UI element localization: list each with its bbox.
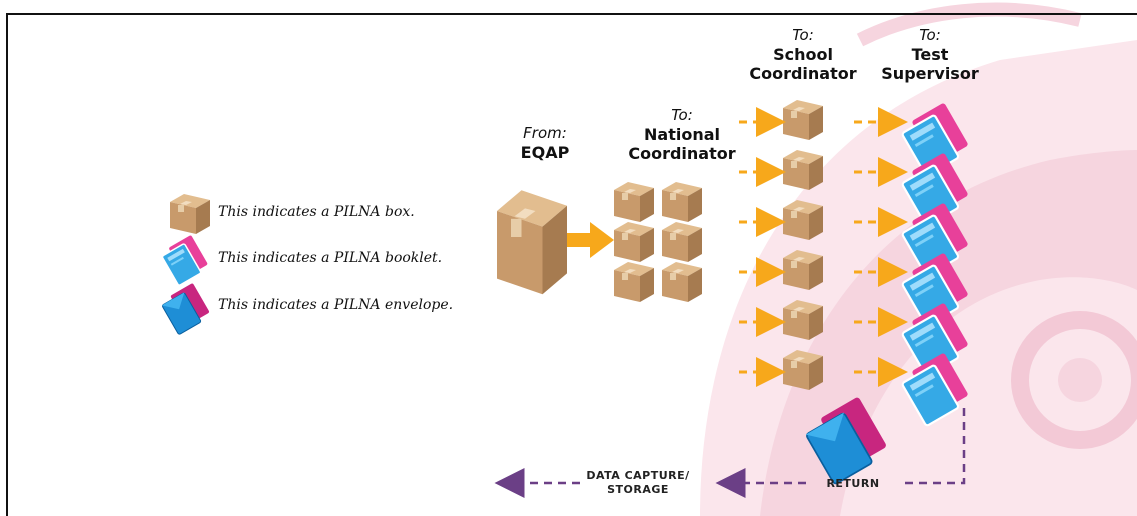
eqap-prefix: From: (523, 124, 567, 142)
legend-box-text: This indicates a PILNA box. (218, 204, 415, 220)
school-prefix: To: (792, 26, 814, 44)
national-name-line2: Coordinator (628, 144, 736, 163)
national-prefix: To: (671, 106, 693, 124)
supervisor-prefix: To: (919, 26, 941, 44)
school-to-supervisor-arrows (854, 107, 908, 387)
school-name-line1: School (773, 45, 833, 64)
legend-envelope-text: This indicates a PILNA envelope. (218, 297, 454, 313)
eqap-name: EQAP (520, 143, 570, 162)
legend-box-icon (170, 194, 210, 234)
supervisor-name-line1: Test (911, 45, 949, 64)
school-box-icon (783, 150, 823, 190)
supervisor-name-line2: Supervisor (881, 64, 979, 83)
school-box-icon (783, 300, 823, 340)
legend-booklet-icon (159, 234, 211, 287)
eqap-large-box-icon (497, 190, 567, 295)
school-name-line2: Coordinator (749, 64, 857, 83)
legend-booklet-text: This indicates a PILNA booklet. (218, 250, 443, 266)
national-to-school-arrows (739, 107, 786, 387)
school-box-icon (783, 100, 823, 140)
supervisor-booklet-icon (897, 351, 973, 428)
legend-envelope-icon (159, 282, 213, 336)
data-capture-line1: DATA CAPTURE/ (586, 469, 690, 482)
data-capture-line2: STORAGE (607, 483, 669, 496)
eqap-to-national-arrow (567, 222, 614, 258)
school-box-icon (783, 350, 823, 390)
national-coordinator-label: To: National Coordinator (622, 106, 742, 163)
return-path-line (905, 408, 966, 485)
return-label: RETURN (826, 477, 880, 490)
national-box-stack (614, 182, 702, 302)
test-supervisor-booklets (897, 101, 973, 428)
national-name-line1: National (644, 125, 720, 144)
school-box-icon (783, 200, 823, 240)
data-capture-label: DATA CAPTURE/ STORAGE (578, 469, 698, 497)
return-envelopes-icon (801, 395, 892, 486)
test-supervisor-label: To: Test Supervisor (875, 26, 985, 83)
school-coordinator-boxes (783, 100, 823, 390)
eqap-label: From: EQAP (495, 124, 595, 162)
school-coordinator-label: To: School Coordinator (740, 26, 866, 83)
school-box-icon (783, 250, 823, 290)
